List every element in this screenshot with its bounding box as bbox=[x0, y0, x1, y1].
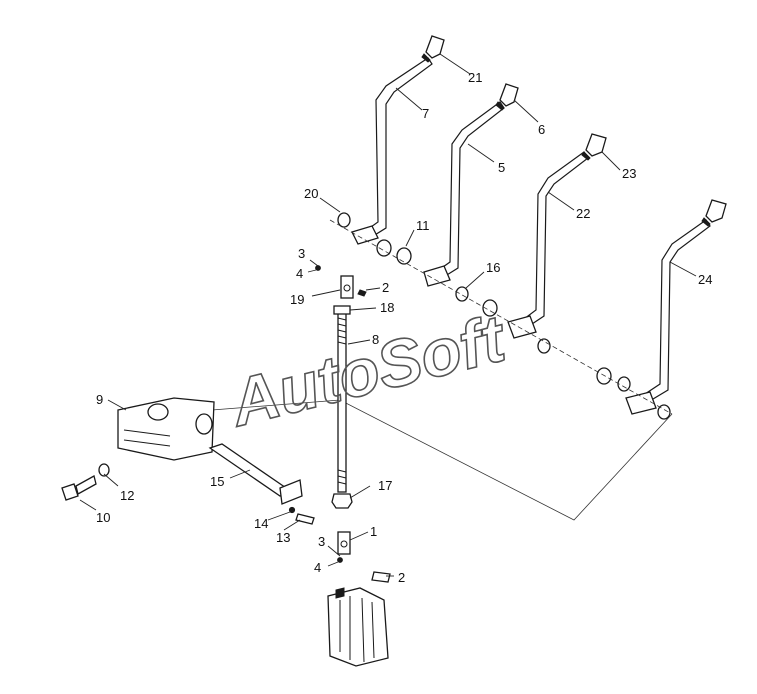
part-label-2-lower: 2 bbox=[398, 570, 405, 585]
part-label-19: 19 bbox=[290, 292, 304, 307]
part-label-15: 15 bbox=[210, 474, 224, 489]
part-label-7: 7 bbox=[422, 106, 429, 121]
leader-lines bbox=[79, 53, 697, 577]
bushing-set-16 bbox=[455, 286, 498, 317]
part-label-9: 9 bbox=[96, 392, 103, 407]
cotter-3-4-lower bbox=[337, 557, 343, 563]
clevis-1 bbox=[337, 531, 351, 555]
bar-15 bbox=[208, 443, 303, 505]
part-label-10: 10 bbox=[96, 510, 110, 525]
part-label-3-upper: 3 bbox=[298, 246, 305, 261]
lever-24 bbox=[625, 219, 711, 415]
part-label-11: 11 bbox=[416, 218, 430, 233]
knob-21 bbox=[421, 35, 445, 63]
part-label-5: 5 bbox=[498, 160, 505, 175]
assembly-axis-line bbox=[329, 219, 673, 415]
bracket-9 bbox=[117, 397, 215, 461]
washer-14 bbox=[288, 506, 296, 514]
part-label-12: 12 bbox=[120, 488, 134, 503]
part-label-14: 14 bbox=[254, 516, 268, 531]
lever-22 bbox=[507, 151, 589, 339]
part-label-13: 13 bbox=[276, 530, 290, 545]
clevis-19 bbox=[340, 275, 354, 299]
knob-23 bbox=[581, 133, 607, 161]
watermark: AutoSoft bbox=[221, 300, 514, 440]
part-label-18: 18 bbox=[380, 300, 394, 315]
part-label-24: 24 bbox=[698, 272, 712, 287]
assembly-guide-line bbox=[211, 399, 673, 521]
bushing-set-24 bbox=[596, 367, 671, 420]
part-label-22: 22 bbox=[576, 206, 590, 221]
part-label-21: 21 bbox=[468, 70, 482, 85]
part-label-8: 8 bbox=[372, 332, 379, 347]
part-label-4-lower: 4 bbox=[314, 560, 321, 575]
cotter-3-4-upper bbox=[315, 265, 321, 271]
knob-24 bbox=[701, 199, 727, 227]
control-valve bbox=[327, 587, 389, 667]
nut-17 bbox=[331, 493, 353, 509]
bushing-set-22 bbox=[537, 338, 551, 354]
bushing-20 bbox=[337, 212, 351, 228]
part-label-4-upper: 4 bbox=[296, 266, 303, 281]
lever-7 bbox=[351, 57, 433, 245]
bolt-10 bbox=[61, 475, 97, 501]
nut-18 bbox=[333, 305, 351, 315]
lever-5 bbox=[423, 101, 505, 287]
part-label-23: 23 bbox=[622, 166, 636, 181]
pin-2-upper bbox=[357, 289, 367, 297]
pin-2-lower bbox=[371, 571, 391, 583]
part-label-6: 6 bbox=[538, 122, 545, 137]
part-label-20: 20 bbox=[304, 186, 318, 201]
knob-6 bbox=[495, 83, 519, 111]
washer-12 bbox=[98, 463, 110, 477]
bolt-13 bbox=[295, 513, 315, 525]
bushing-set-11 bbox=[376, 239, 412, 265]
part-label-2-upper: 2 bbox=[382, 280, 389, 295]
part-label-17: 17 bbox=[378, 478, 392, 493]
part-label-3-lower: 3 bbox=[318, 534, 325, 549]
part-label-1: 1 bbox=[370, 524, 377, 539]
part-label-16: 16 bbox=[486, 260, 500, 275]
